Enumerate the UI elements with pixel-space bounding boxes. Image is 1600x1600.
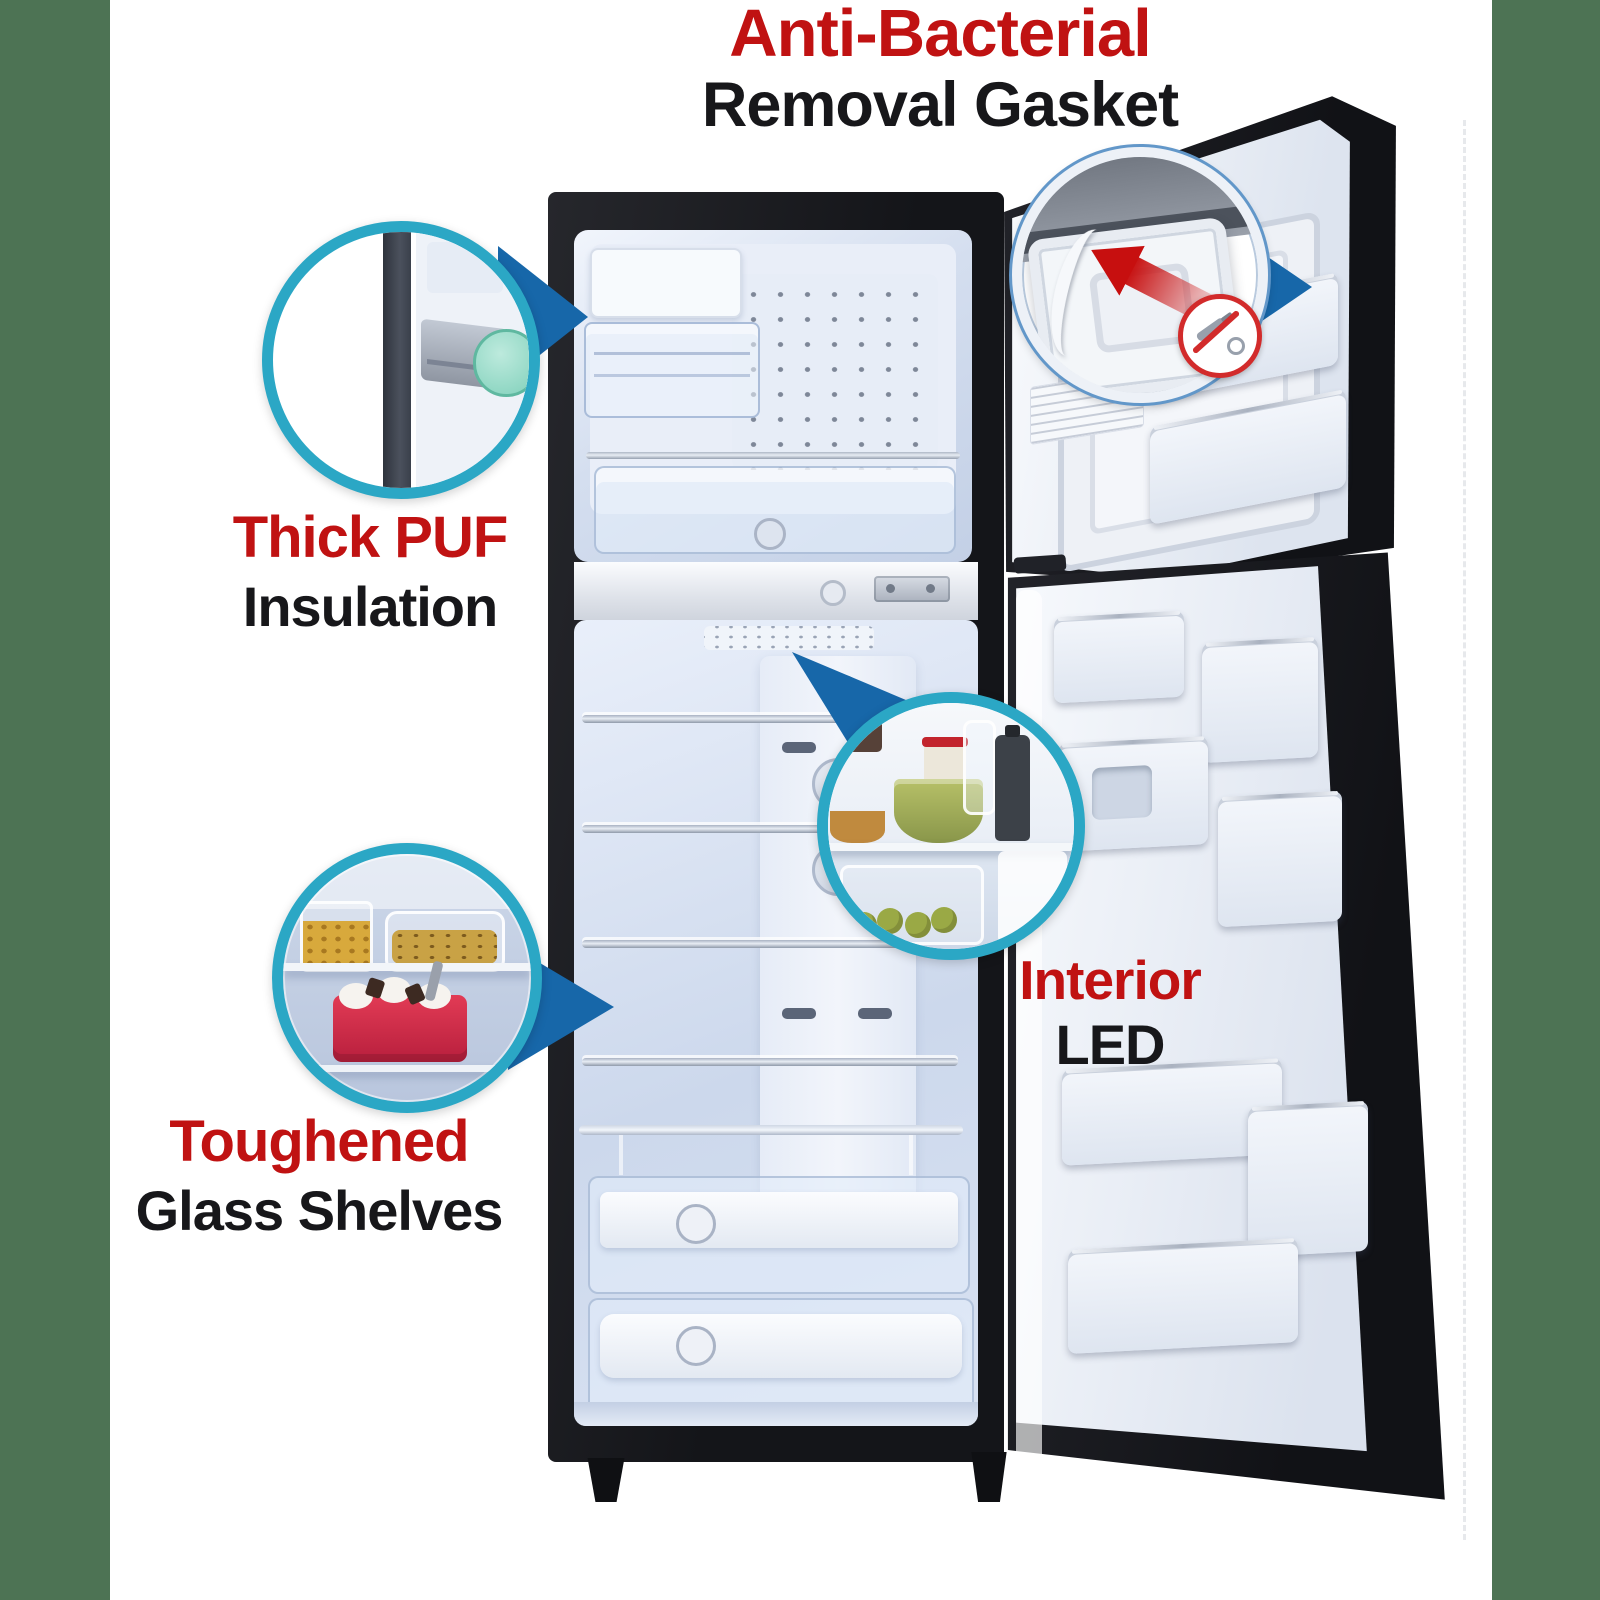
crisper-drawer-front <box>600 1192 958 1248</box>
compartment-divider <box>574 562 978 620</box>
air-vent-strip <box>704 626 874 650</box>
led-label-line1: Interior <box>1019 949 1201 1011</box>
shelves-label-line1: Toughened <box>169 1109 469 1174</box>
fridge-door-open <box>1002 544 1458 1600</box>
ice-maker <box>590 248 742 318</box>
puf-label-line2: Insulation <box>242 575 498 638</box>
cereal-fill <box>303 920 371 969</box>
freezer-shelf-rail <box>586 452 960 459</box>
glass-shelf-rail <box>582 1058 958 1066</box>
interior-shelf <box>828 843 1074 852</box>
left-green-band <box>0 0 110 1600</box>
compartment-floor <box>574 1402 978 1426</box>
glass-shelf-rail <box>582 715 958 723</box>
door-bin <box>1068 1237 1298 1355</box>
cereal-container <box>300 901 374 972</box>
freezer-compartment <box>574 230 972 562</box>
glass-shelf-rail <box>582 825 958 833</box>
fridge-foot-right <box>971 1452 1007 1502</box>
shelves-callout-circle <box>272 843 542 1113</box>
puf-callout-circle <box>262 221 540 499</box>
puf-label: Thick PUF Insulation <box>152 508 588 636</box>
freezer-dial <box>754 518 786 550</box>
cabinet-wall-cross-section <box>383 232 412 488</box>
middle-hinge-plate <box>874 576 950 602</box>
insulation-detail <box>426 242 504 294</box>
crisper-dial <box>676 1204 716 1244</box>
clear-bottle <box>963 720 997 815</box>
ice-tray <box>584 322 760 418</box>
interior-drawer <box>840 865 985 946</box>
fruit <box>851 912 878 939</box>
divider-screw <box>820 580 846 606</box>
glass-shelf-lower <box>283 1064 531 1072</box>
door-bin <box>1218 790 1342 928</box>
door-bin <box>1248 1100 1368 1258</box>
fridge-cabinet <box>548 192 1004 1462</box>
fridge-foot-left <box>587 1458 625 1502</box>
freezer-vent-panel <box>732 274 938 470</box>
red-cake <box>332 960 467 1063</box>
bin-handle-cutout <box>1092 765 1152 821</box>
food-bowl <box>830 811 885 844</box>
shelf-back-wall <box>283 854 531 909</box>
gasket-callout-label: Anti-Bacterial Removal Gasket <box>560 0 1320 137</box>
noodle-fill <box>392 930 498 965</box>
door-edge-highlight <box>1463 120 1466 1540</box>
crisper-drawer-front <box>600 1314 962 1378</box>
door-bin <box>1054 610 1184 704</box>
crisper-dial <box>676 1326 716 1366</box>
glass-shelf-rail <box>582 940 958 948</box>
fruit <box>905 912 932 939</box>
title-line2: Removal Gasket <box>701 70 1179 140</box>
right-green-band <box>1492 0 1600 1600</box>
panel-vent-slot <box>782 1008 816 1019</box>
puf-label-line1: Thick PUF <box>232 505 509 570</box>
door-bin <box>1202 636 1318 764</box>
hinge-screw-icon <box>886 584 895 593</box>
panel-vent-slot <box>782 742 816 753</box>
shelves-label: Toughened Glass Shelves <box>82 1112 556 1240</box>
led-label-line2: LED <box>1055 1013 1166 1076</box>
nut-icon <box>1227 337 1245 355</box>
door-bin-edge <box>997 850 1067 945</box>
hinge-screw-icon <box>926 584 935 593</box>
toughened-glass-shelf <box>579 1125 963 1175</box>
insulation-component <box>472 329 529 397</box>
led-label: Interior LED <box>952 950 1268 1074</box>
no-tools-badge <box>1178 294 1262 378</box>
food-jar <box>837 715 883 753</box>
fruit <box>877 908 904 935</box>
crisper-drawer <box>588 1176 970 1294</box>
led-callout-circle <box>817 692 1085 960</box>
dark-bottle <box>995 724 1030 841</box>
fruit <box>931 907 958 934</box>
title-line1: Anti-Bacterial <box>729 0 1152 71</box>
shelves-label-line2: Glass Shelves <box>135 1179 504 1242</box>
glass-shelf-upper <box>283 963 531 972</box>
fridge-compartment <box>574 620 978 1426</box>
panel-vent-slot <box>858 1008 892 1019</box>
